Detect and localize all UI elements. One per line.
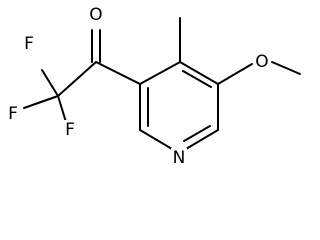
bond-ring-c6-n (185, 129, 219, 150)
chemical-structure: O F F F O N (5, 5, 301, 168)
bond-c-f2 (23, 95, 59, 109)
label-bg-o-methoxy (254, 52, 270, 72)
bond-oxygen-methyl (271, 61, 301, 75)
label-bg-n (171, 148, 187, 168)
bond-c5-oxygen (217, 63, 253, 85)
atom-oxygen-methoxy: O (255, 52, 268, 72)
atom-fluorine-2: F (8, 104, 18, 124)
bond-ring-c3-c4 (139, 61, 181, 85)
bond-ring-c4-c5-inner (182, 70, 212, 88)
bond-c-f3 (57, 95, 67, 123)
bond-c-f1 (41, 69, 59, 97)
atom-nitrogen-ring: N (173, 148, 186, 168)
label-bg-o-carbonyl (88, 5, 104, 25)
label-bg-f1 (21, 34, 37, 54)
bond-ring-c6-n-inner (183, 125, 211, 142)
label-bg-f3 (62, 120, 78, 140)
atom-fluorine-3: F (65, 120, 75, 140)
bond-carbonyl-cf3 (57, 61, 97, 97)
atom-oxygen-carbonyl: O (89, 5, 102, 25)
bond-ring-n-c2 (139, 129, 173, 150)
atom-fluorine-1: F (24, 34, 34, 54)
label-bg-f2 (5, 104, 21, 124)
bond-ring-c4-c5 (179, 61, 219, 85)
bond-carbonyl-ring (95, 61, 141, 85)
